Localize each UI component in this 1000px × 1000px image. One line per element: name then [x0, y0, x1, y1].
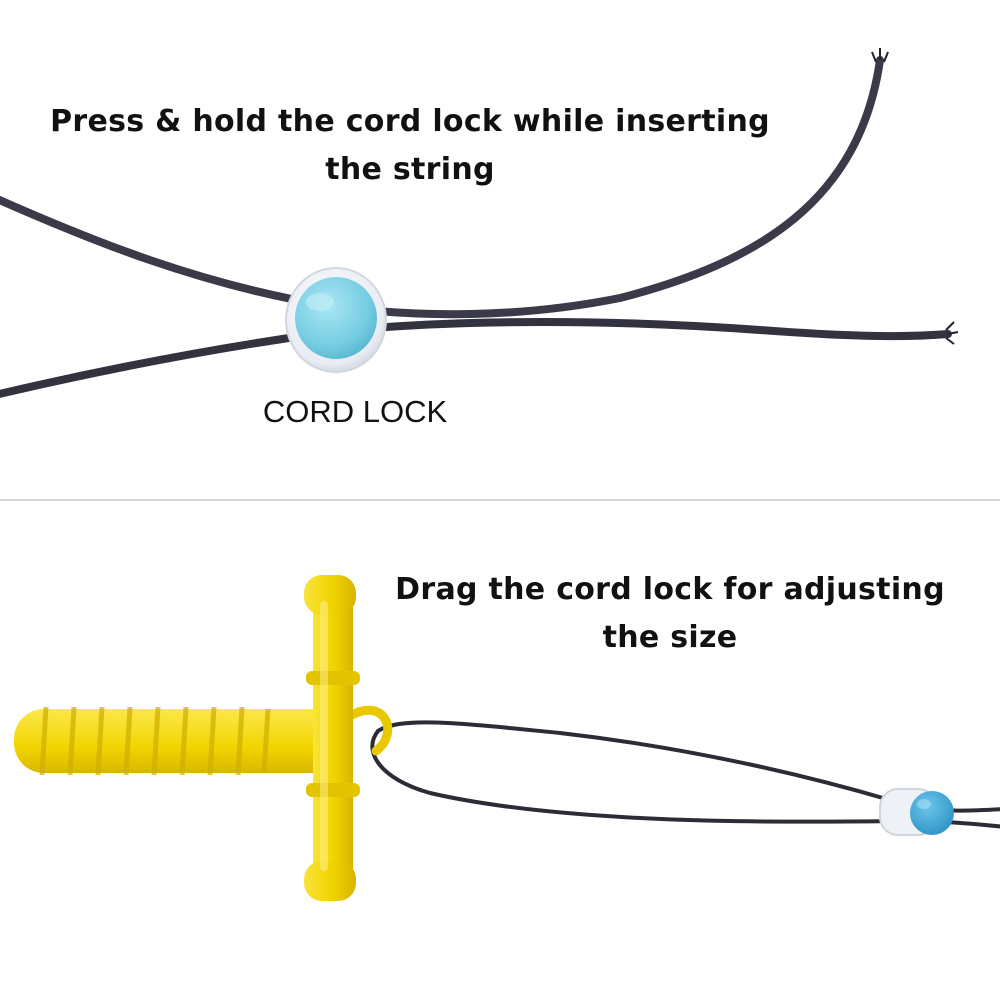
bottom-panel: Drag the cord lock for adjusting the siz…: [0, 501, 1000, 1000]
adjust-instruction: Drag the cord lock for adjusting the siz…: [370, 566, 970, 662]
cord-lock-small: [879, 788, 954, 836]
frayed-end-right: [945, 321, 959, 345]
sword-chew-toy: [14, 575, 393, 901]
top-panel: Press & hold the cord lock while inserti…: [0, 0, 1000, 499]
insert-instruction: Press & hold the cord lock while inserti…: [40, 98, 780, 194]
insert-instruction-line1: Press & hold the cord lock while inserti…: [50, 104, 770, 139]
adjust-instruction-line1: Drag the cord lock for adjusting: [395, 572, 945, 607]
cord-lock-insert-photo: [0, 48, 959, 398]
insert-instruction-line2: the string: [325, 152, 495, 187]
cord-lock: [285, 267, 387, 373]
frayed-end-top: [871, 48, 889, 63]
handle-ridges: [39, 706, 271, 776]
cord-lower: [0, 318, 952, 398]
cord-lock-adjust-photo: [14, 575, 1000, 901]
cord-upper: [0, 56, 884, 319]
adjust-instruction-line2: the size: [602, 620, 738, 655]
cord-lock-label: CORD LOCK: [262, 394, 448, 429]
panel-divider: [0, 499, 1000, 501]
